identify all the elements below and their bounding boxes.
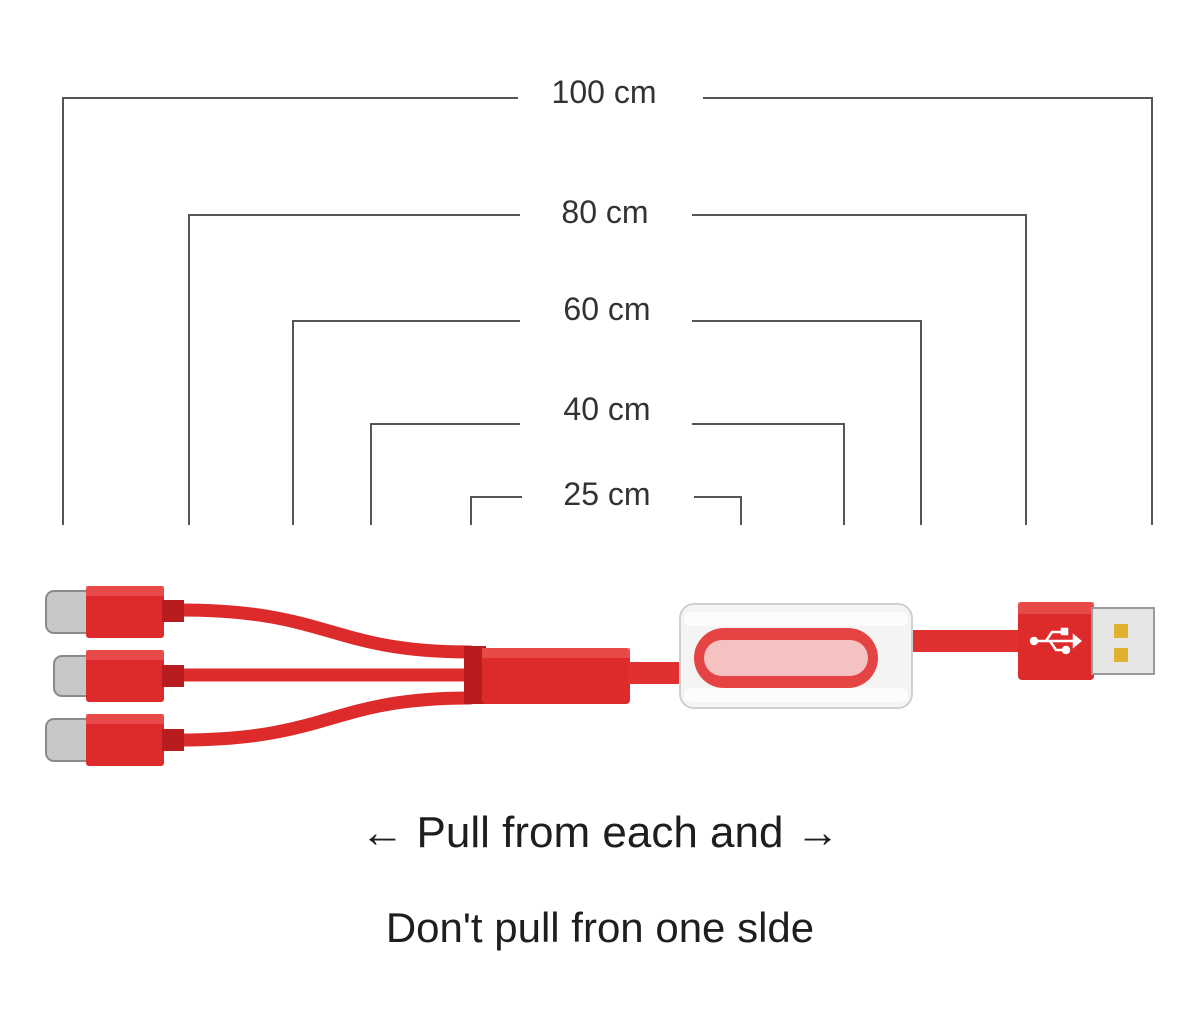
- bracket-60cm-left: [292, 320, 520, 525]
- branch-wire-top: [173, 603, 477, 659]
- usb-c-strain-relief-top: [162, 600, 184, 622]
- bracket-40cm-left: [370, 423, 520, 525]
- dimension-60cm: 60 cm: [292, 291, 922, 525]
- dimension-label-80cm: 80 cm: [561, 194, 648, 230]
- dimension-25cm: 25 cm: [470, 476, 742, 525]
- usb-c-connector-icon: [53, 650, 184, 702]
- instruction-pull-both-ends: ← Pull from each and →: [360, 808, 840, 857]
- usb-a-contact-lower: [1114, 648, 1128, 662]
- usb-c-housing-middle: [86, 650, 164, 702]
- bracket-80cm-right: [692, 214, 1027, 525]
- usb-a-metal-shell: [1091, 607, 1155, 675]
- retractable-reel: [679, 603, 913, 709]
- cable-illustration: [45, 586, 1155, 766]
- splitter-housing: [482, 648, 630, 704]
- usb-c-housing-bottom: [86, 714, 164, 766]
- usb-c-connector-icon: [45, 714, 184, 766]
- branch-wire-bottom: [173, 691, 477, 747]
- dimension-label-100cm: 100 cm: [552, 74, 657, 110]
- usb-c-connector-icon: [45, 586, 184, 638]
- dimension-80cm: 80 cm: [188, 194, 1027, 525]
- bracket-25cm-right: [694, 496, 742, 525]
- dimension-100cm: 100 cm: [62, 74, 1153, 525]
- usb-a-connector: [1018, 602, 1155, 680]
- usb-a-contact-upper: [1114, 624, 1128, 638]
- bracket-60cm-right: [692, 320, 922, 525]
- usb-c-strain-relief-middle: [162, 665, 184, 687]
- splitter-collar: [464, 646, 486, 704]
- dimension-label-60cm: 60 cm: [563, 291, 650, 327]
- flat-cable-left: [628, 662, 688, 684]
- instruction-dont-pull-one-side: Don't pull fron one slde: [385, 904, 815, 951]
- bracket-80cm-left: [188, 214, 520, 525]
- usb-c-strain-relief-bottom: [162, 729, 184, 751]
- flat-cable-right: [910, 630, 1022, 652]
- usb-c-housing-top: [86, 586, 164, 638]
- bracket-100cm-right: [703, 97, 1153, 525]
- bracket-40cm-right: [692, 423, 845, 525]
- bracket-100cm-left: [62, 97, 518, 525]
- dimension-label-25cm: 25 cm: [563, 476, 650, 512]
- dimension-40cm: 40 cm: [370, 391, 845, 525]
- bracket-25cm-left: [470, 496, 522, 525]
- usb-icon: [1029, 627, 1082, 655]
- dimension-label-40cm: 40 cm: [563, 391, 650, 427]
